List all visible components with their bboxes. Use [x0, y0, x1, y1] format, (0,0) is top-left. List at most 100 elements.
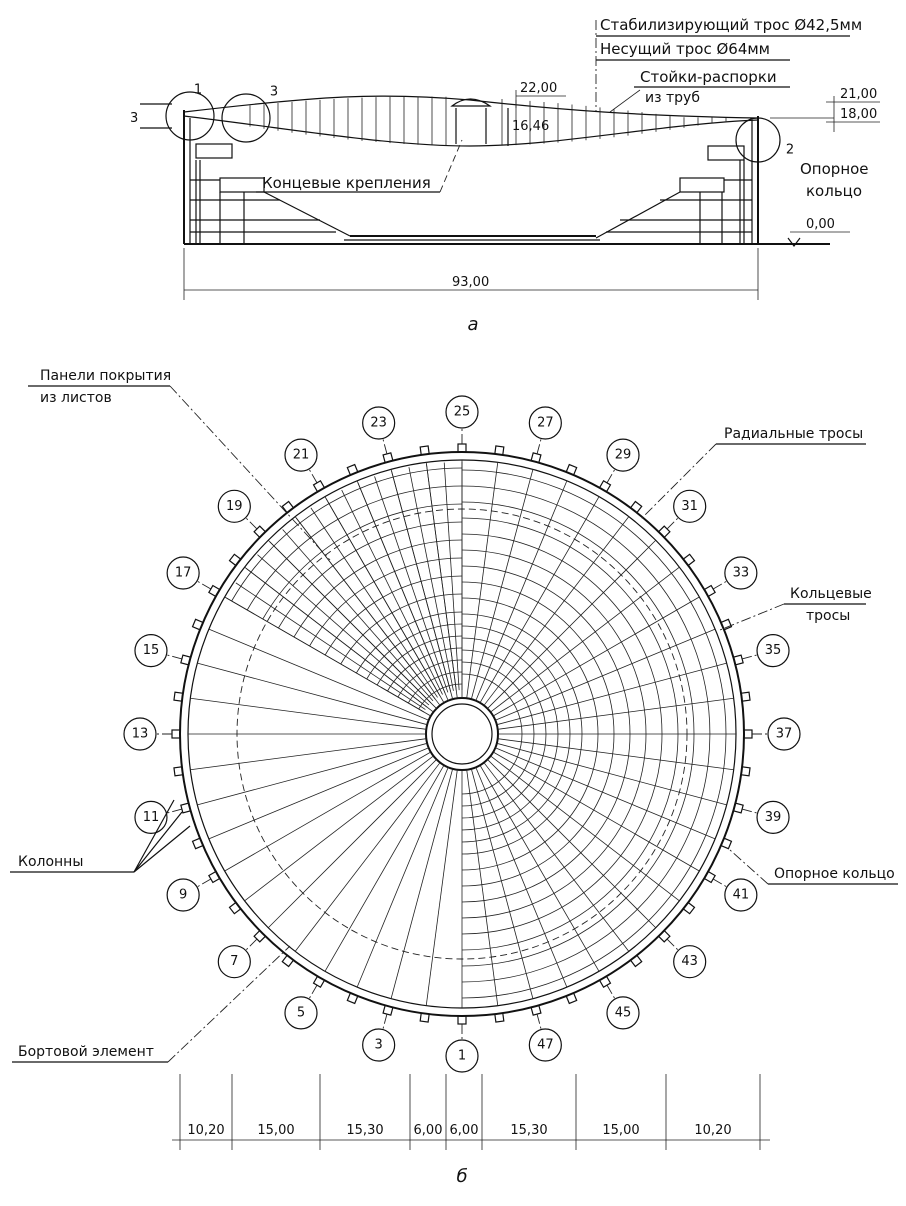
column — [740, 766, 751, 777]
radial-cable — [497, 697, 734, 730]
radial-cable — [190, 738, 427, 771]
support-ring-label-1: Опорное — [800, 160, 869, 178]
axis-number: 29 — [615, 448, 632, 463]
radial-cable — [466, 462, 499, 699]
axis-leader — [742, 808, 758, 814]
bottom-dim-value: 15,00 — [257, 1123, 294, 1138]
axis-leader — [166, 654, 182, 660]
radial-cable — [294, 762, 441, 952]
ring-cable — [461, 649, 547, 819]
radial-cable — [324, 764, 445, 972]
axis-circle — [756, 800, 790, 834]
column — [228, 901, 242, 915]
ring-cables-label-1: Кольцевые — [790, 586, 872, 602]
axis-number: 27 — [537, 415, 554, 430]
roof-panel-rib — [341, 489, 443, 695]
ring-cable — [461, 501, 695, 967]
central-ring — [425, 697, 499, 771]
ring-cable — [461, 613, 583, 855]
bottom-dim-value: 6,00 — [450, 1123, 479, 1138]
span-dim: 93,00 — [452, 275, 489, 290]
radial-cable — [190, 697, 427, 730]
column — [191, 837, 204, 850]
radial-cable — [197, 742, 428, 806]
axis-number: 35 — [765, 643, 782, 658]
axis-leader — [606, 984, 616, 1000]
axis-number: 1 — [458, 1049, 466, 1064]
axis-circle — [134, 634, 168, 668]
bottom-dim-value: 10,20 — [187, 1123, 224, 1138]
column — [565, 992, 578, 1005]
axis-number: 47 — [537, 1038, 554, 1053]
column — [171, 729, 181, 739]
stabilizing-cable-label: Стабилизирующий трос Ø42,5мм — [600, 16, 862, 34]
radial-cable — [496, 742, 727, 806]
radial-cable — [492, 751, 700, 872]
axis-circle — [756, 634, 790, 668]
roof-plan: 1357911131517192123252729313335373941434… — [10, 368, 898, 1187]
column — [629, 500, 643, 514]
radial-cable — [492, 596, 700, 717]
axis-circle — [445, 395, 479, 429]
radial-cable — [470, 469, 534, 700]
ring-cable — [461, 625, 571, 843]
column — [565, 463, 578, 476]
axis-circle — [166, 556, 200, 590]
axis-circle — [673, 489, 707, 523]
support-ring-label-2: кольцо — [806, 182, 862, 200]
roof-panel-rib — [426, 464, 457, 691]
column — [629, 954, 643, 968]
axis-number: 45 — [615, 1005, 632, 1020]
roof-panels-label-2: из листов — [40, 390, 112, 406]
axis-leader — [536, 438, 542, 454]
detail-mark-2: 2 — [786, 143, 794, 158]
axis-number: 13 — [132, 727, 149, 742]
axis-number: 33 — [733, 566, 750, 581]
axis-circle — [362, 1028, 396, 1062]
ring-cables-label-2: тросы — [806, 608, 850, 624]
radial-cable — [356, 767, 449, 988]
axis-leader — [382, 438, 388, 454]
column — [720, 618, 733, 631]
radial-cable — [495, 628, 716, 721]
axis-number: 11 — [143, 810, 160, 825]
axis-circle — [166, 878, 200, 912]
edge-element-label: Бортовой элемент — [18, 1044, 154, 1060]
radial-cable — [208, 747, 429, 840]
ring-cable — [461, 597, 599, 871]
roof-panel-rib — [391, 471, 451, 692]
ring-cable — [461, 485, 711, 983]
roof-panel-rib — [325, 498, 441, 697]
axis-number: 37 — [776, 727, 793, 742]
column — [740, 691, 751, 702]
detail-mark-3: 3 — [270, 85, 278, 100]
radial-cable — [483, 762, 630, 952]
column — [419, 1012, 430, 1023]
axis-leader — [382, 1014, 388, 1030]
axis-leader — [245, 517, 258, 530]
axis-circle — [284, 438, 318, 472]
axis-leader — [666, 517, 679, 530]
radial-cable — [483, 516, 630, 706]
plan-caption: б — [456, 1166, 467, 1187]
column — [682, 901, 696, 915]
bottom-dim-value: 15,30 — [346, 1123, 383, 1138]
radial-cable — [479, 496, 600, 704]
ring-cable — [461, 661, 535, 807]
bottom-dim-value: 15,30 — [510, 1123, 547, 1138]
axis-leader — [712, 878, 728, 888]
axis-number: 31 — [681, 499, 698, 514]
roof-panel-rib — [245, 568, 428, 708]
axis-leader — [666, 938, 679, 951]
dim-22: 22,00 — [520, 81, 557, 96]
column — [419, 445, 430, 456]
axis-circle — [362, 406, 396, 440]
axis-circle — [767, 717, 801, 751]
column — [720, 837, 733, 850]
axis-leader — [536, 1014, 542, 1030]
axis-circle — [724, 878, 758, 912]
radial-cable — [475, 767, 568, 988]
axis-leader — [606, 468, 616, 484]
end-fixings-label: Концевые крепления — [262, 174, 431, 192]
